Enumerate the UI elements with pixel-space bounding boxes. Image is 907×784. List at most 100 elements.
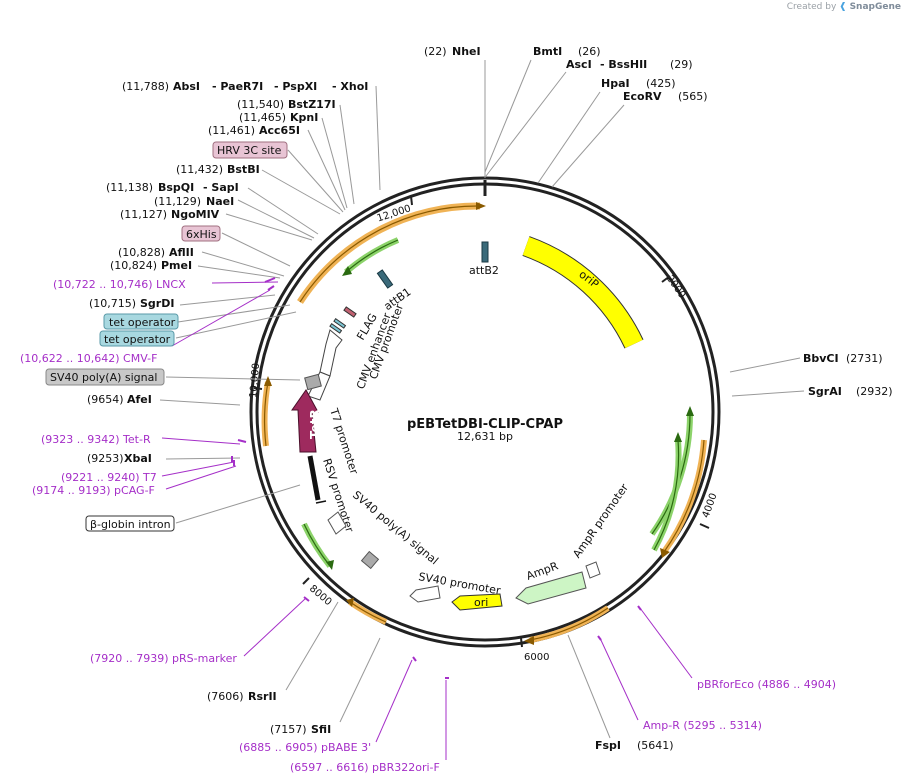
aflii-pos: (10,828) xyxy=(118,246,165,259)
cmv-features: CMV enhancer CMV promoter xyxy=(307,302,406,401)
pbrforeco-leader-line xyxy=(639,607,693,679)
bglobin-box xyxy=(85,515,175,532)
sfii-leader-line xyxy=(339,637,381,723)
sfii-pos: (7157) xyxy=(270,723,307,736)
credit-prefix: Created by xyxy=(786,2,837,12)
kpni-pos: (11,465) xyxy=(239,111,286,124)
tick-4000 xyxy=(699,523,710,529)
tick-10000 xyxy=(253,387,263,390)
bspqi-leader-line xyxy=(247,187,319,235)
tick-12000 xyxy=(410,195,413,206)
absi-pos: (11,788) xyxy=(122,80,169,93)
attb2-label: attB2 xyxy=(469,264,499,277)
orf-arc-green-top-head xyxy=(342,266,352,276)
xhoi-name: - XhoI xyxy=(332,80,368,93)
nhei-pos: (22) xyxy=(424,45,447,58)
attb2-marker xyxy=(481,241,489,263)
sgrai-leader-line xyxy=(731,390,805,397)
sapi-name: - SapI xyxy=(203,181,239,194)
asci-leader-line xyxy=(485,71,567,177)
snapgene-credit: Created by ❰ SnapGene xyxy=(787,2,901,12)
orf-arc-green-right-2-core xyxy=(653,439,680,551)
tetr-primer-leader-line xyxy=(161,437,241,445)
ampr-primer-label: Amp-R (5295 .. 5314) xyxy=(643,719,762,732)
orf-arc-top-left-core xyxy=(299,205,481,303)
primer-leader-lines xyxy=(161,281,693,760)
tick-2000 xyxy=(661,275,671,283)
boxed-feature-labels: HRV 3C site 6xHis tet operator tet opera… xyxy=(45,141,288,532)
pmei-leader-line xyxy=(197,265,281,279)
tick-label-6000: 6000 xyxy=(524,652,549,663)
ampr-promoter-marker xyxy=(585,561,601,579)
rsv-tick xyxy=(315,500,327,504)
bstbi-name: BstBI xyxy=(227,163,260,176)
bstz17i-pos: (11,540) xyxy=(237,98,284,111)
ecorv-name: EcoRV xyxy=(623,90,662,103)
pmei-pos: (10,824) xyxy=(110,259,157,272)
xbai-leader-line xyxy=(165,457,241,460)
asci-pos: (29) xyxy=(670,58,693,71)
ecorv-pos: (565) xyxy=(678,90,708,103)
prsmarker-label: (7920 .. 7939) pRS-marker xyxy=(90,652,237,665)
afei-leader-line xyxy=(159,399,241,406)
nhei-name: NheI xyxy=(452,45,481,58)
pspxi-name: - PspXI xyxy=(274,80,317,93)
ampr-feature: AmpR AmpR promoter xyxy=(515,481,631,605)
orf-arc-orange-bottom-core xyxy=(529,607,609,641)
hrv-leader-line xyxy=(287,149,344,213)
tick-6000 xyxy=(520,637,523,648)
rsrii-name: RsrII xyxy=(248,690,277,703)
enzyme-labels: (22) NheI BmtI (26) AscI - BssHII (29) H… xyxy=(87,45,893,752)
acc65i-name: Acc65I xyxy=(259,124,300,137)
absi-name: AbsI xyxy=(173,80,200,93)
cmvf-label: (10,622 .. 10,642) CMV-F xyxy=(20,352,157,365)
ampr-primer-leader-line xyxy=(599,637,639,721)
sgrdi-leader-line xyxy=(179,294,276,306)
orf-arc-green-right-2-head xyxy=(674,432,682,442)
tetop2-box xyxy=(99,330,175,347)
cmvf-leader-line xyxy=(171,289,271,347)
sgrdi-pos: (10,715) xyxy=(89,297,136,310)
bspqi-name: BspQI xyxy=(158,181,194,194)
bmti-name: BmtI xyxy=(533,45,562,58)
his-box xyxy=(181,225,221,242)
xbai-name: XbaI xyxy=(124,452,152,465)
tetr-arrow xyxy=(291,389,319,453)
tick-8000 xyxy=(302,577,310,585)
ngomiv-leader-line xyxy=(225,213,313,241)
ori-feature: ori xyxy=(451,593,503,611)
bmti-leader-line xyxy=(484,59,532,173)
pbabe3-leader-line xyxy=(375,659,413,743)
credit-brand: SnapGene xyxy=(849,2,901,12)
naei-pos: (11,129) xyxy=(154,195,201,208)
hpai-leader-line xyxy=(537,91,601,184)
ngomiv-pos: (11,127) xyxy=(120,208,167,221)
cmvf-marker xyxy=(267,285,275,291)
t7-bar xyxy=(307,455,321,501)
bsshii-name: - BssHII xyxy=(600,58,647,71)
tet-operator-marker-1 xyxy=(333,318,347,329)
tetop1-leader-line xyxy=(177,304,291,323)
fspi-name: FspI xyxy=(595,739,621,752)
tet-operator-marker-2 xyxy=(329,323,343,334)
acc65i-leader-line xyxy=(307,129,346,211)
hpai-name: HpaI xyxy=(601,77,630,90)
t7-leader-line xyxy=(161,461,235,477)
ngomiv-name: NgoMIV xyxy=(171,208,220,221)
kpni-name: KpnI xyxy=(290,111,318,124)
afei-name: AfeI xyxy=(127,393,152,406)
bglobin-leader-line xyxy=(175,484,301,524)
pcagf-leader-line xyxy=(165,465,237,490)
bspqi-pos: (11,138) xyxy=(106,181,153,194)
ampr-arrow xyxy=(515,571,587,605)
his-label: 6xHis xyxy=(186,228,217,241)
tetop2-label: tet operator xyxy=(104,333,171,346)
orf-arc-green-left xyxy=(301,522,333,568)
tetop1-label: tet operator xyxy=(109,316,176,329)
sgrdi-name: SgrDI xyxy=(140,297,174,310)
tetop1-box xyxy=(103,313,179,330)
plasmid-size: 12,631 bp xyxy=(457,430,513,443)
bglobin-label: β-globin intron xyxy=(90,518,171,531)
pmei-name: PmeI xyxy=(161,259,192,272)
his-leader-line xyxy=(221,232,291,267)
